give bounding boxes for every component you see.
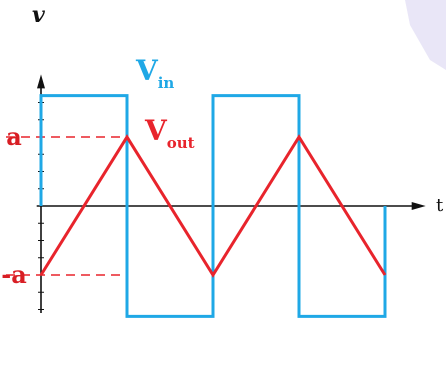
y-axis-arrow bbox=[37, 74, 45, 89]
label-vout-subscript: out bbox=[167, 134, 195, 152]
label-vin-subscript: in bbox=[158, 74, 175, 92]
label-vin: Vin bbox=[135, 54, 174, 92]
y-label-a: a bbox=[6, 122, 22, 151]
series-layer bbox=[39, 94, 387, 318]
x-axis-arrow bbox=[411, 202, 426, 210]
label-vout: Vout bbox=[144, 114, 195, 152]
background-accent bbox=[405, 0, 446, 70]
series-vout-line bbox=[39, 134, 387, 278]
series-vin-line bbox=[39, 94, 387, 318]
y-axis-symbol: v bbox=[32, 2, 45, 28]
dashed-guides bbox=[6, 136, 123, 276]
x-axis-symbol: t bbox=[436, 195, 444, 216]
y-label-neg-a: -a bbox=[1, 260, 27, 289]
